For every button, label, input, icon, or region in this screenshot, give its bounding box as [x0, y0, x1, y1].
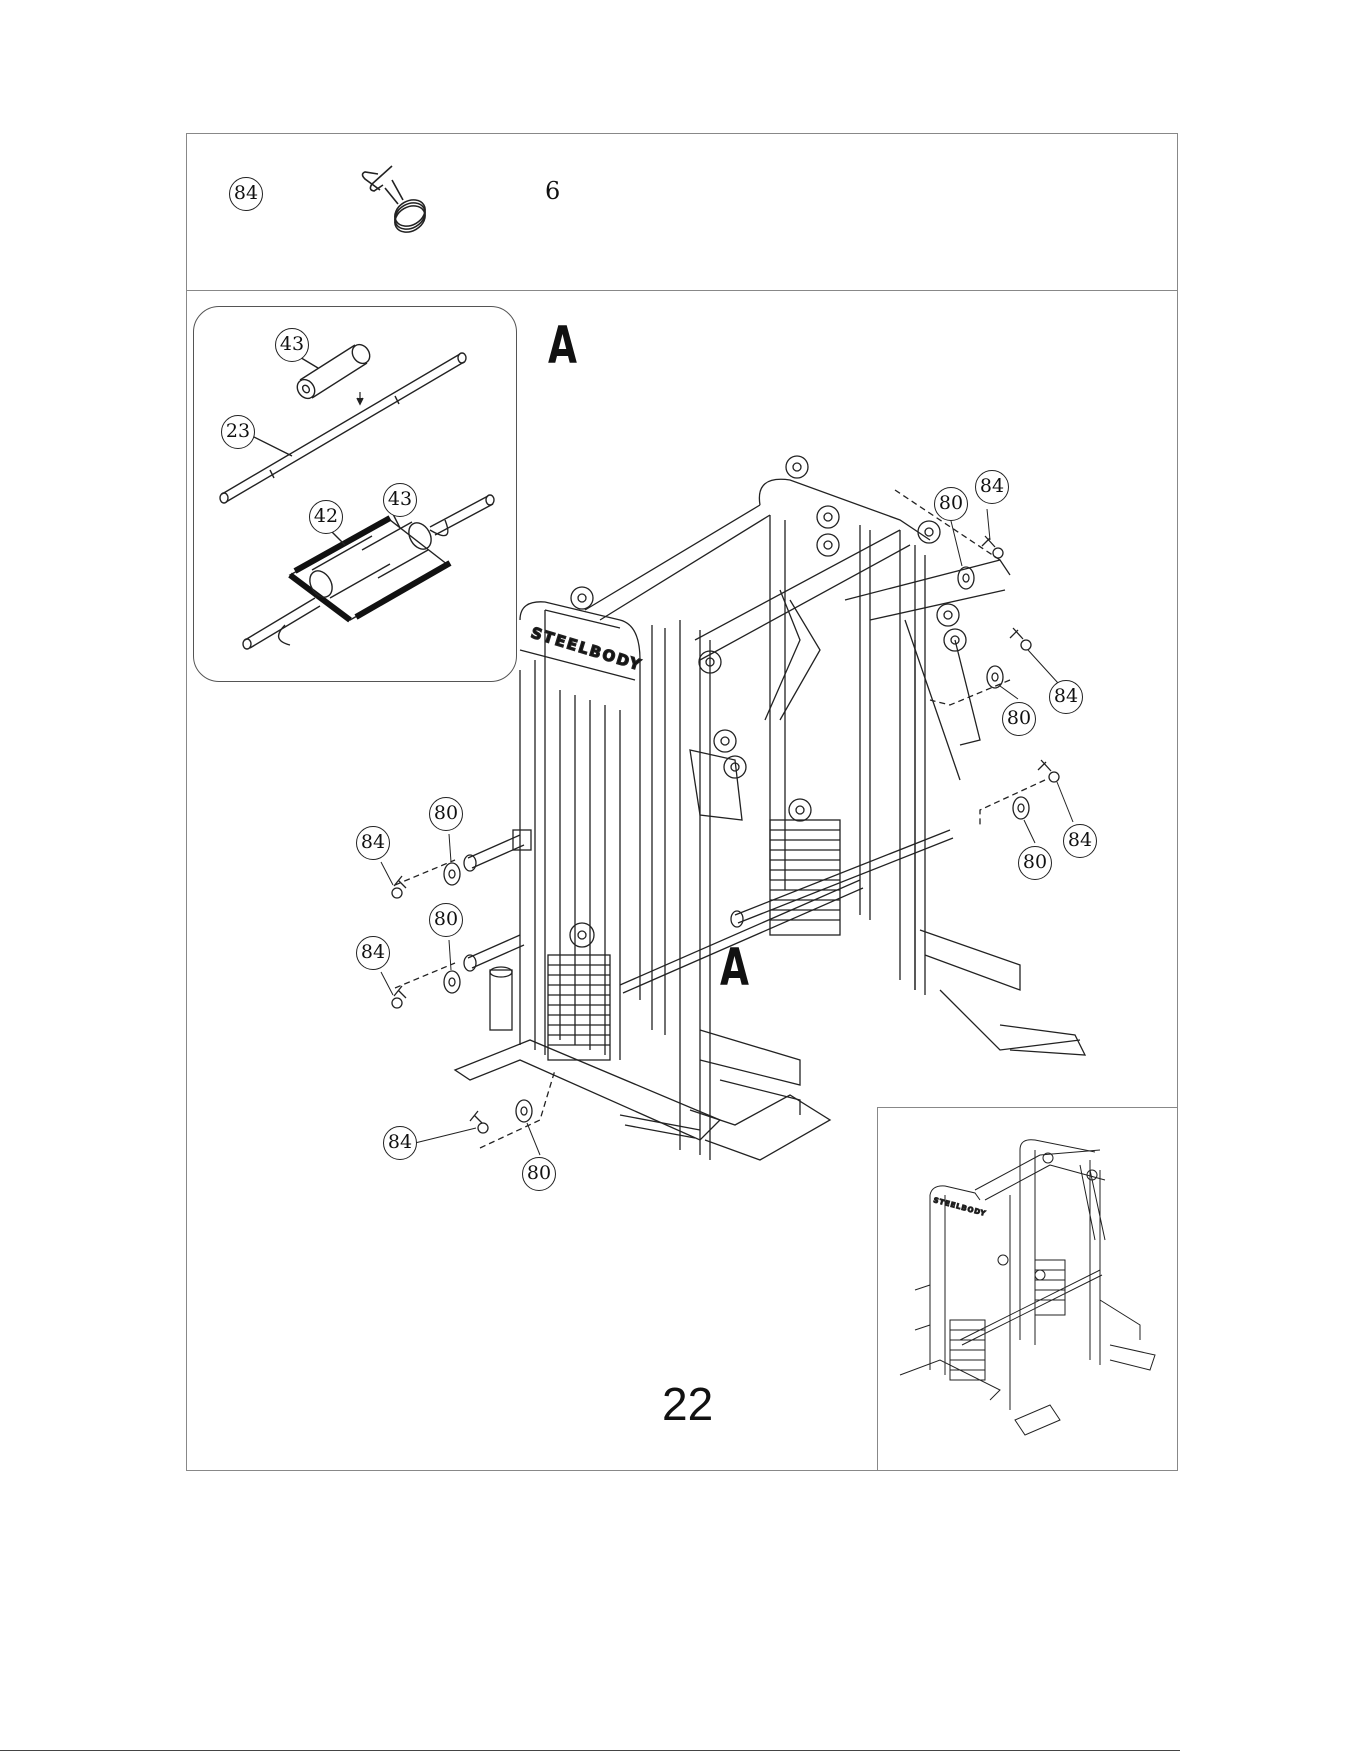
- inset-callout-43-top: 43: [275, 328, 309, 362]
- callout-84-bottom: 84: [383, 1126, 417, 1160]
- page-number: 22: [662, 1377, 713, 1431]
- callout-84-left-upper: 84: [356, 826, 390, 860]
- bar-pad-inset: [193, 306, 517, 682]
- callout-84-right-upper: 84: [975, 470, 1009, 504]
- callout-80-bottom: 80: [522, 1157, 556, 1191]
- callout-80-right-middle: 80: [1002, 702, 1036, 736]
- callout-80-left-upper: 80: [429, 797, 463, 831]
- callout-80-left-middle: 80: [429, 903, 463, 937]
- callout-84-left-middle: 84: [356, 936, 390, 970]
- inset-callout-23: 23: [221, 415, 255, 449]
- parts-divider: [186, 290, 1178, 291]
- step-label-a-detail: A: [720, 938, 749, 998]
- inset-callout-43-bottom: 43: [383, 483, 417, 517]
- callout-80-right-lower: 80: [1018, 846, 1052, 880]
- callout-84-right-middle: 84: [1049, 680, 1083, 714]
- footer-rule: [0, 1750, 1180, 1751]
- callout-84-right-lower: 84: [1063, 824, 1097, 858]
- inset-callout-42: 42: [309, 500, 343, 534]
- part-quantity: 6: [545, 177, 560, 205]
- step-label-a-main: A: [548, 316, 577, 376]
- completed-machine-thumbnail: [877, 1107, 1178, 1471]
- callout-80-right-upper: 80: [934, 487, 968, 521]
- part-callout-84-header: 84: [229, 177, 263, 211]
